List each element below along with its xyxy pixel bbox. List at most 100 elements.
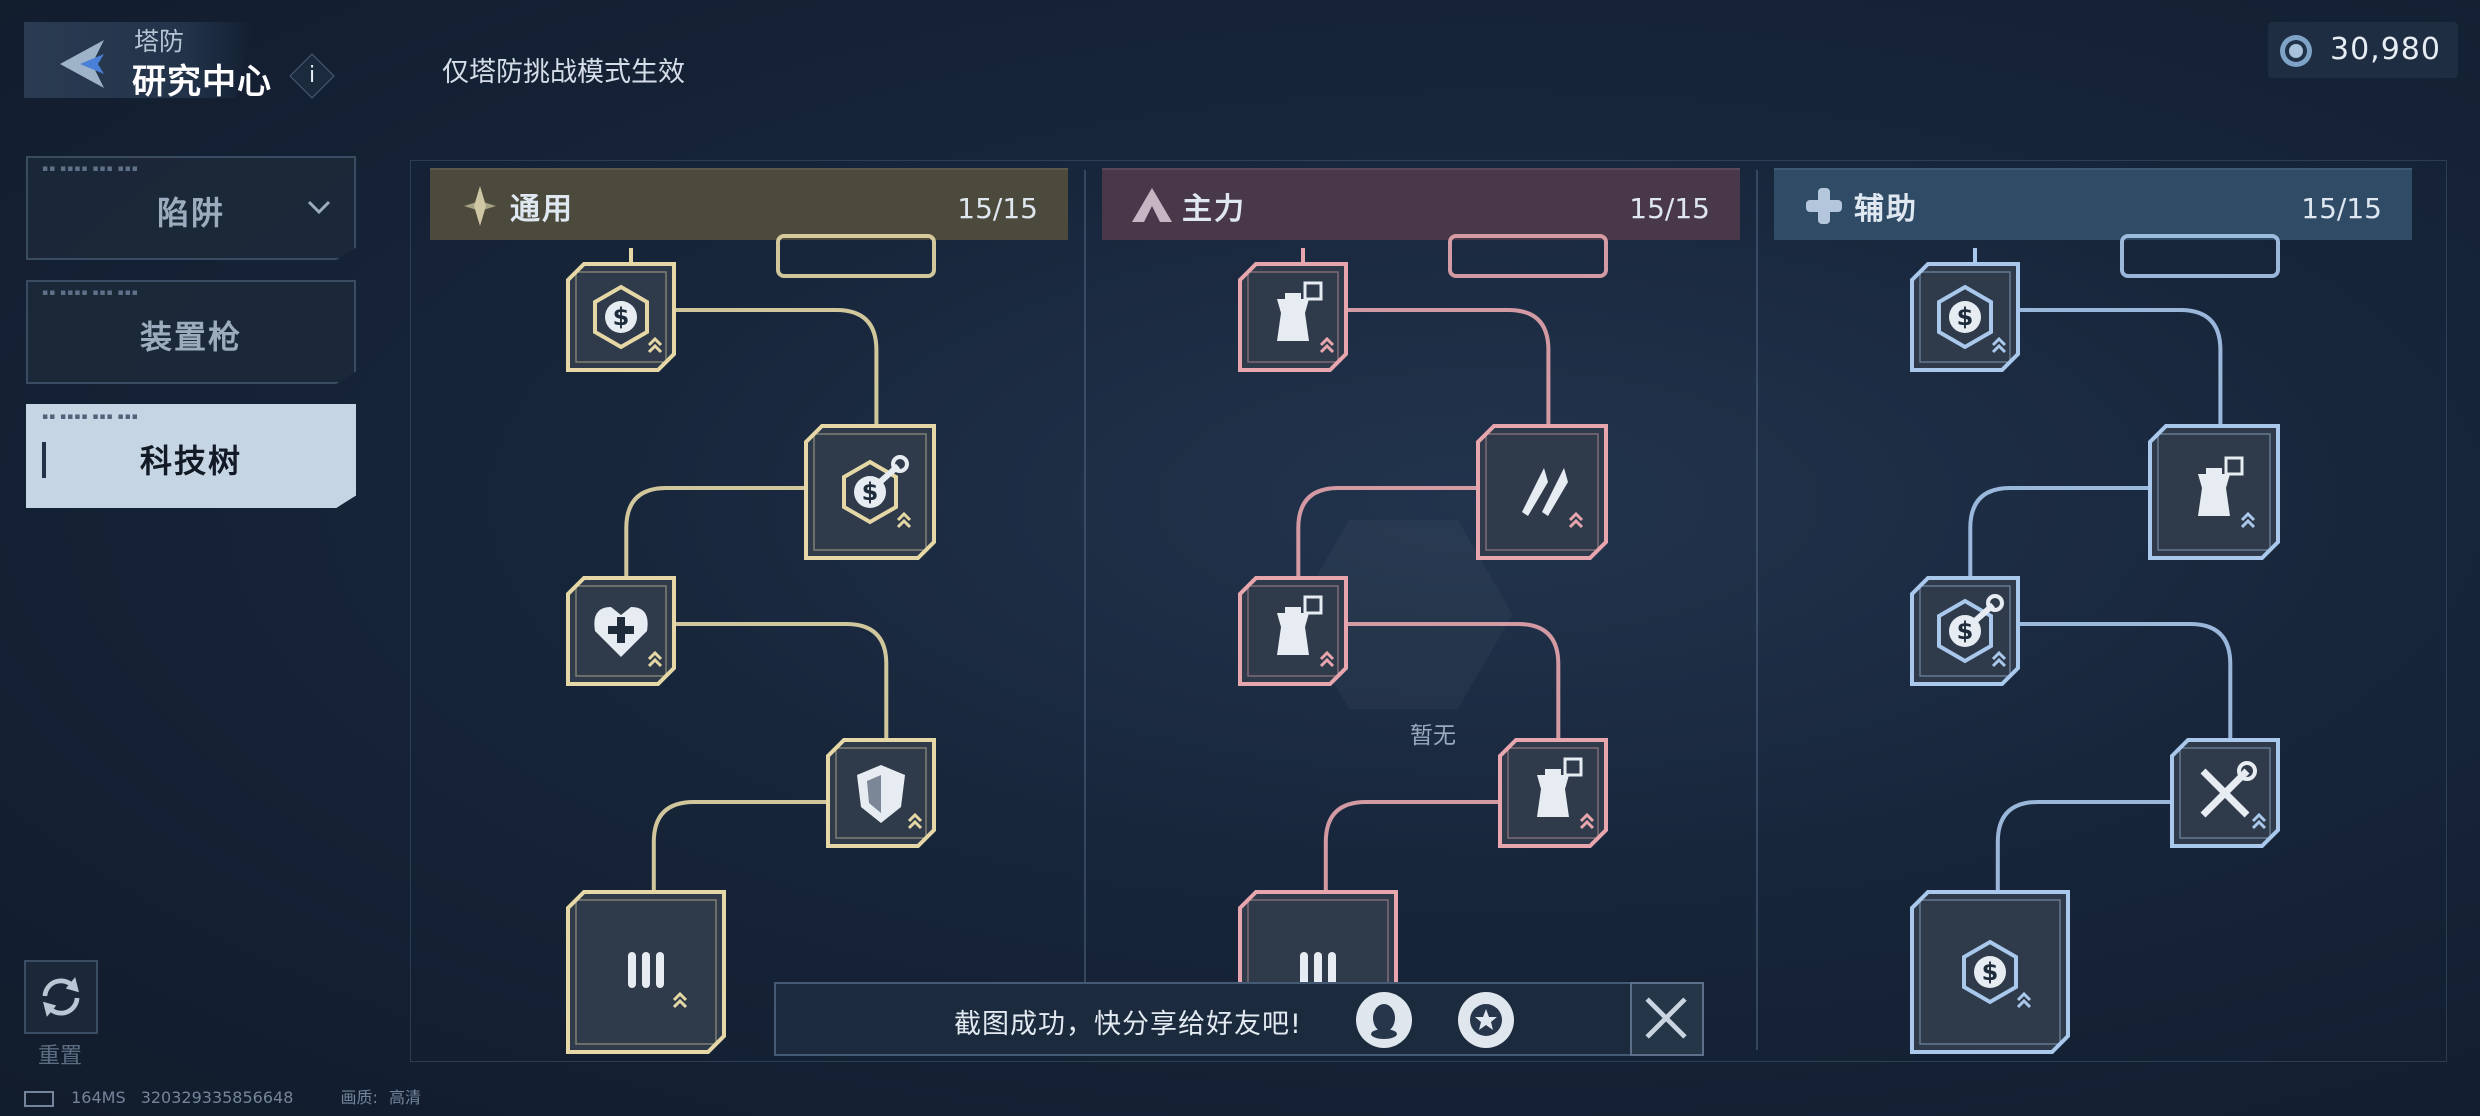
tech-connector [1346, 622, 1561, 740]
column-header-support: 辅助 15/15 [1774, 168, 2412, 240]
main-triangle-icon [1132, 188, 1172, 222]
tech-node[interactable] [1498, 738, 1608, 848]
star-share-icon [1470, 1004, 1502, 1036]
svg-text:$: $ [1982, 958, 1999, 986]
column-title: 主力 [1182, 192, 1246, 227]
tech-connector [2018, 308, 2223, 426]
column-header-general: 通用 15/15 [430, 168, 1068, 240]
rook-cube-icon [1537, 757, 1595, 830]
dollar-icon: $ [593, 284, 663, 354]
bullets-icon [628, 952, 688, 1009]
sidebar-item-label: 陷阱 [156, 194, 225, 232]
coin-icon [2280, 35, 2312, 67]
latency: 164MS [71, 1088, 126, 1107]
dollar-icon: $ [1962, 939, 2032, 1009]
sidebar-item-label: 装置枪 [139, 318, 242, 356]
bullets-icon [1300, 952, 1360, 1009]
breadcrumb: 塔防 [134, 27, 185, 56]
column-divider [1756, 170, 1758, 1050]
back-arrow-icon[interactable] [52, 36, 112, 92]
missiles-icon [1522, 468, 1584, 529]
svg-text:$: $ [862, 478, 879, 506]
tech-node[interactable] [2148, 424, 2280, 560]
battery-icon [24, 1090, 54, 1107]
decor-microtext: ▪▪ ▪▪▪▪ ▪▪▪ ▪▪▪ [42, 412, 139, 422]
dollar-icon: $ [1937, 284, 2007, 354]
user-id: 320329335856648 [140, 1088, 294, 1107]
toast-message: 截图成功，快分享给好友吧! [954, 1009, 1302, 1040]
rook-cube-icon [2198, 456, 2256, 529]
tech-node[interactable]: $ [1910, 890, 2070, 1054]
support-cross-icon [1806, 188, 1842, 224]
decor-microtext: ▪▪ ▪▪▪▪ ▪▪▪ ▪▪▪ [42, 288, 139, 298]
column-count: 15/15 [1629, 192, 1710, 225]
reset-button[interactable] [24, 960, 98, 1034]
tech-node[interactable] [1238, 576, 1348, 686]
quality-label: 画质: [340, 1088, 378, 1107]
tech-node[interactable] [1238, 262, 1348, 372]
svg-text:$: $ [1957, 617, 1974, 645]
tech-connector [674, 622, 889, 740]
tech-tree-frame [410, 160, 2447, 1062]
wrench-screwdriver-icon [2200, 761, 2267, 830]
tech-node-stub [1448, 234, 1608, 278]
general-star-icon [464, 186, 496, 226]
tech-connector [624, 486, 806, 578]
column-header-main: 主力 15/15 [1102, 168, 1740, 240]
tech-connector [1968, 486, 2150, 578]
dollar-wrench-icon: $ [1937, 594, 2007, 668]
page-title: 研究中心 [132, 62, 272, 102]
tech-node[interactable]: $ [804, 424, 936, 560]
quality-value: 高清 [388, 1088, 421, 1107]
column-count: 15/15 [2301, 192, 2382, 225]
svg-text:$: $ [613, 303, 630, 331]
tech-connector [1995, 800, 2172, 892]
tech-node[interactable]: $ [1910, 576, 2020, 686]
column-title: 辅助 [1854, 192, 1918, 227]
share-qq-button[interactable] [1356, 992, 1412, 1048]
column-divider [1084, 170, 1086, 1050]
active-indicator [42, 442, 46, 478]
close-button[interactable] [1630, 982, 1704, 1056]
sidebar-item-label: 科技树 [139, 442, 242, 480]
tech-connector [1296, 486, 1478, 578]
tech-node-stub [776, 234, 936, 278]
svg-text:$: $ [1957, 303, 1974, 331]
watermark-label: 暂无 [1410, 723, 1456, 749]
tech-node[interactable] [2170, 738, 2280, 848]
tech-connector [1346, 308, 1551, 426]
decor-microtext: ▪▪ ▪▪▪▪ ▪▪▪ ▪▪▪ [42, 164, 139, 174]
reset-label: 重置 [38, 1044, 83, 1069]
close-x-icon [1645, 997, 1687, 1039]
heal-plus-icon [594, 607, 663, 668]
shield-icon [857, 765, 923, 830]
tech-connector [651, 800, 828, 892]
rook-cube-icon [1277, 281, 1335, 354]
tech-connector [674, 308, 879, 426]
status-bar: 164MS 320329335856648 画质: 高清 [24, 1084, 421, 1108]
sidebar-item-traps[interactable]: ▪▪ ▪▪▪▪ ▪▪▪ ▪▪▪ 陷阱 [26, 156, 356, 260]
share-star-button[interactable] [1458, 992, 1514, 1048]
qq-icon [1371, 1004, 1397, 1039]
column-count: 15/15 [957, 192, 1038, 225]
sidebar-item-device-gun[interactable]: ▪▪ ▪▪▪▪ ▪▪▪ ▪▪▪ 装置枪 [26, 280, 356, 384]
tech-node[interactable] [826, 738, 936, 848]
share-toast [774, 982, 1704, 1056]
tech-connector [2018, 622, 2233, 740]
tech-node[interactable] [1476, 424, 1608, 560]
rook-cube-icon [1277, 595, 1335, 668]
sidebar-item-tech-tree[interactable]: ▪▪ ▪▪▪▪ ▪▪▪ ▪▪▪ 科技树 [26, 404, 356, 508]
tech-node[interactable] [566, 576, 676, 686]
tech-node[interactable]: $ [566, 262, 676, 372]
column-title: 通用 [510, 192, 574, 227]
mode-note: 仅塔防挑战模式生效 [442, 57, 685, 88]
tech-connector [1323, 800, 1500, 892]
currency-value: 30,980 [2330, 32, 2441, 67]
dollar-wrench-icon: $ [842, 455, 912, 529]
chevron-down-icon[interactable] [306, 194, 332, 220]
tech-node[interactable] [566, 890, 726, 1054]
tech-node-stub [2120, 234, 2280, 278]
tech-node[interactable]: $ [1910, 262, 2020, 372]
back-button[interactable] [24, 22, 254, 98]
